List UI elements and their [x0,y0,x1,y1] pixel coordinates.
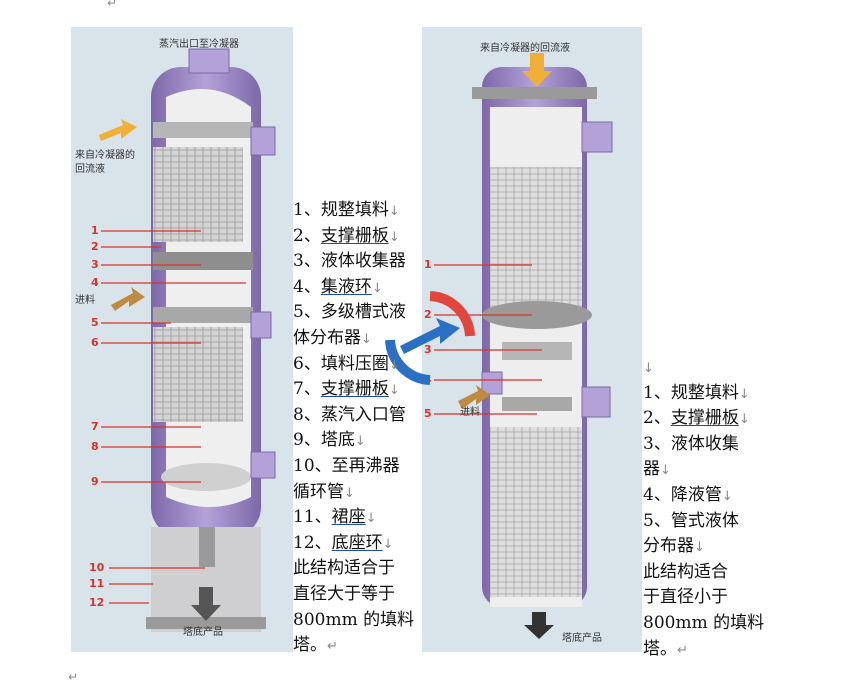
callout-2: 2 [424,308,432,321]
legend-item: 5、多级槽式液 [293,302,406,323]
legend-item: 体分布器↓ [293,327,372,348]
legend-item: 循环管↓ [293,481,355,502]
paragraph-mark: ↓ [643,361,654,376]
legend-item: 1、规整填料↓ [643,382,750,403]
legend-item: 10、至再沸器 [293,455,400,476]
return-mark: ↵ [68,670,79,684]
callout-12: 12 [89,596,105,609]
legend-item: 12、底座环↓ [293,532,394,553]
callout-7: 7 [91,420,99,433]
callout-3: 3 [91,258,99,271]
legend-item: 7、支撑栅板↓ [293,379,400,400]
caption-bottom-product: 塔底产品 [183,627,223,638]
left-legend-text: 1、规整填料↓ 2、支撑栅板↓ 3、液体收集器 4、集液环↓ 5、多级槽式液 体… [293,198,414,659]
note-line: 此结构适合 [643,561,728,582]
legend-item: 4、集液环↓ [293,276,383,297]
note-line: 800mm 的填料 [293,609,415,630]
caption-feed: 进料 [75,295,95,306]
legend-item: 2、支撑栅板↓ [293,225,400,246]
note-line: 800mm 的填料 [643,612,765,633]
legend-item: 分布器↓ [643,536,705,557]
callout-9: 9 [91,475,99,488]
caption-reflux: 来自冷凝器的回流液 [480,43,570,54]
left-column-illustration [99,48,276,632]
callout-4: 4 [91,276,99,289]
note-line: 此结构适合于 [293,558,395,579]
legend-item: 2、支撑栅板↓ [643,408,750,429]
callout-1: 1 [424,258,432,271]
caption-bottom-product: 塔底产品 [562,633,602,644]
callout-11: 11 [89,577,105,590]
callout-1: 1 [91,224,99,237]
right-column-figure: 来自冷凝器的回流液 进料 塔底产品 1 2 3 4 5 [422,27,642,652]
note-line: 塔。↵ [293,635,338,656]
callout-5: 5 [424,407,432,420]
left-column-figure: 蒸汽出口至冷凝器 来自冷凝器的回流液 进料 塔底产品 1 2 3 4 5 6 7… [71,27,293,652]
watermark-logo-icon [385,291,475,385]
legend-item: 11、裙座↓ [293,507,377,528]
note-line: 直径大于等于 [293,583,395,604]
legend-item: 3、液体收集器 [293,251,406,272]
callout-6: 6 [91,336,99,349]
legend-item: 9、塔底↓ [293,430,366,451]
caption-vapor-outlet: 蒸汽出口至冷凝器 [159,39,239,50]
note-line: 于直径小于 [643,587,728,608]
note-line: 塔。↵ [643,638,688,659]
legend-item: 5、管式液体 [643,510,739,531]
callout-8: 8 [91,440,99,453]
callout-2: 2 [91,240,99,253]
caption-feed: 进料 [460,407,480,418]
right-column-illustration [434,53,613,639]
caption-reflux: 来自冷凝器的回流液 [75,150,135,175]
callout-5: 5 [91,316,99,329]
legend-item: 器↓ [643,459,671,480]
return-mark: ↵ [107,0,118,10]
callout-10: 10 [89,561,105,574]
legend-item: 1、规整填料↓ [293,200,400,220]
legend-item: 6、填料压圈↓ [293,353,400,374]
legend-item: 3、液体收集 [643,433,739,454]
legend-item: 8、蒸汽入口管 [293,404,406,425]
legend-item: 4、降液管↓ [643,484,733,505]
callout-3: 3 [424,343,432,356]
right-legend-text: ↓ 1、规整填料↓ 2、支撑栅板↓ 3、液体收集 器↓ 4、降液管↓ 5、管式液… [643,355,764,662]
